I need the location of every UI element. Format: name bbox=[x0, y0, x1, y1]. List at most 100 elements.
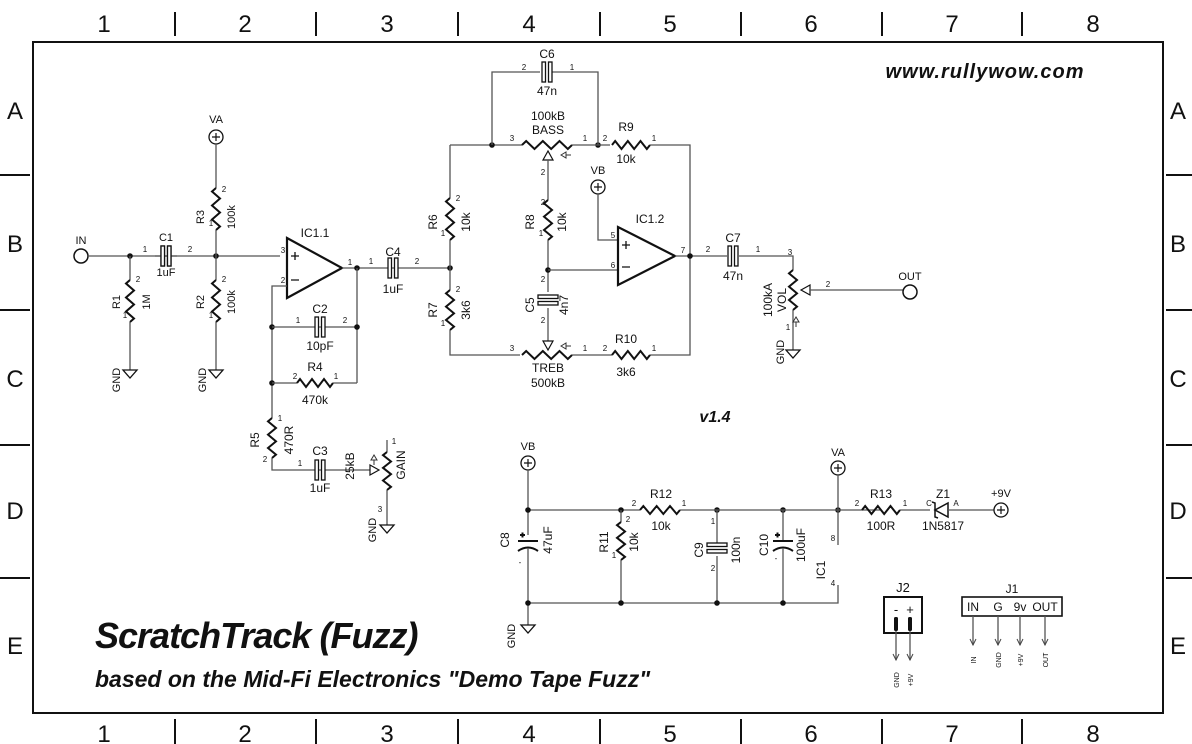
label: - bbox=[894, 602, 898, 617]
label: 4n7 bbox=[557, 295, 571, 315]
version-label: v1.4 bbox=[699, 409, 730, 426]
label: 470R bbox=[282, 425, 296, 454]
pin-number: 6 bbox=[611, 261, 616, 270]
wiper-arrow-icon bbox=[369, 463, 381, 477]
label: G bbox=[993, 600, 1002, 614]
rotation-direction-icon bbox=[560, 342, 571, 350]
plus-sign-icon bbox=[520, 532, 525, 538]
label: R1 bbox=[111, 295, 123, 309]
pin-number: 2 bbox=[603, 134, 608, 143]
pin-number: 2 bbox=[603, 344, 608, 353]
grid-column-label: 3 bbox=[380, 11, 393, 38]
pin-number: 2 bbox=[711, 564, 716, 573]
label: R6 bbox=[426, 214, 440, 230]
junction-dot bbox=[780, 600, 786, 606]
net-label-vb: VB bbox=[591, 165, 606, 177]
arrow-down-icon bbox=[906, 653, 914, 662]
c4 bbox=[387, 257, 393, 279]
label: 10k bbox=[616, 152, 636, 166]
pin-number: 2 bbox=[222, 185, 227, 194]
connector-output-label: IN bbox=[971, 657, 978, 664]
label: R4 bbox=[307, 360, 323, 374]
connector-output-label: OUT bbox=[1043, 652, 1050, 668]
label: C6 bbox=[539, 47, 555, 61]
pin-number: 1 bbox=[903, 499, 908, 508]
title-main: ScratchTrack (Fuzz) bbox=[95, 615, 417, 656]
r9 bbox=[611, 139, 651, 151]
c9 bbox=[706, 548, 728, 554]
bass-pot bbox=[521, 139, 573, 151]
ground-icon bbox=[207, 369, 225, 379]
grid-column-label: 8 bbox=[1086, 721, 1099, 744]
label: 500kB bbox=[531, 376, 565, 390]
pin-number: 2 bbox=[136, 275, 141, 284]
r2 bbox=[210, 279, 222, 323]
connector-j2 bbox=[883, 596, 923, 634]
pin-number: 1 bbox=[123, 311, 128, 320]
c7 bbox=[727, 245, 733, 267]
grid-row-label: C bbox=[1169, 366, 1186, 393]
c5 bbox=[537, 294, 559, 300]
pin-number: 1 bbox=[756, 245, 761, 254]
wire bbox=[528, 585, 839, 604]
net-label-gnd: GND bbox=[111, 368, 123, 393]
frame-border bbox=[32, 41, 1164, 714]
label: 1uF bbox=[310, 481, 331, 495]
c6 bbox=[541, 61, 547, 83]
ground-icon bbox=[784, 349, 802, 359]
grid-column-label: 5 bbox=[663, 11, 676, 38]
pin-number: 2 bbox=[541, 275, 546, 284]
pin-number: 2 bbox=[541, 168, 546, 177]
net-label-va: VA bbox=[209, 114, 224, 126]
net-label-9v: +9V bbox=[991, 488, 1012, 500]
junction-dot bbox=[618, 600, 624, 606]
pin-number: 2 bbox=[541, 198, 546, 207]
pin-number: 1 bbox=[348, 258, 353, 267]
c6 bbox=[547, 61, 553, 83]
pin-number: 1 bbox=[711, 517, 716, 526]
label: 100k bbox=[226, 290, 238, 314]
rotation-direction-icon bbox=[370, 454, 378, 465]
label: 1uF bbox=[383, 282, 404, 296]
pin-number: 1 bbox=[334, 372, 339, 381]
connector-j1 bbox=[961, 596, 1063, 617]
label: 3k6 bbox=[616, 365, 636, 379]
pin-number: 7 bbox=[681, 246, 686, 255]
connector-output-label: +9V bbox=[1018, 653, 1025, 666]
net-label-in: IN bbox=[76, 235, 87, 247]
label: Z1 bbox=[936, 487, 950, 501]
arrow-down-icon bbox=[892, 653, 900, 662]
label: 25kB bbox=[343, 452, 357, 479]
label: 10pF bbox=[306, 339, 333, 353]
grid-row-label: E bbox=[1170, 633, 1186, 660]
label: VOL bbox=[775, 288, 789, 312]
pin-number: 2 bbox=[626, 515, 631, 524]
grid-column-label: 6 bbox=[804, 11, 817, 38]
label: 47uF bbox=[541, 526, 555, 553]
pin-number: 1 bbox=[652, 344, 657, 353]
c1 bbox=[160, 245, 166, 267]
label: C4 bbox=[385, 245, 401, 259]
junction-dot bbox=[714, 600, 720, 606]
junction-dot bbox=[687, 253, 693, 259]
label: R5 bbox=[248, 432, 262, 448]
plus-icon bbox=[594, 183, 602, 191]
grid-row-label: E bbox=[7, 633, 23, 660]
electrolytic-plate-curved bbox=[772, 546, 794, 552]
junction-dot bbox=[354, 324, 360, 330]
opamp-input-polarity-icon bbox=[291, 252, 299, 281]
label: J2 bbox=[896, 580, 910, 595]
grid-column-label: 2 bbox=[238, 721, 251, 744]
grid-row-label: A bbox=[7, 98, 23, 125]
label: R2 bbox=[195, 295, 207, 309]
label: IC1 bbox=[814, 560, 828, 579]
rotation-direction-icon bbox=[560, 151, 571, 159]
net-label-gnd: GND bbox=[197, 368, 209, 393]
pin-number: C bbox=[926, 499, 932, 508]
arrow-down-icon bbox=[969, 638, 977, 647]
pin-number: 1 bbox=[583, 134, 588, 143]
r7 bbox=[444, 289, 456, 331]
pin-number: 1 bbox=[298, 459, 303, 468]
label: IC1.2 bbox=[636, 212, 665, 226]
junction-dot bbox=[525, 507, 531, 513]
